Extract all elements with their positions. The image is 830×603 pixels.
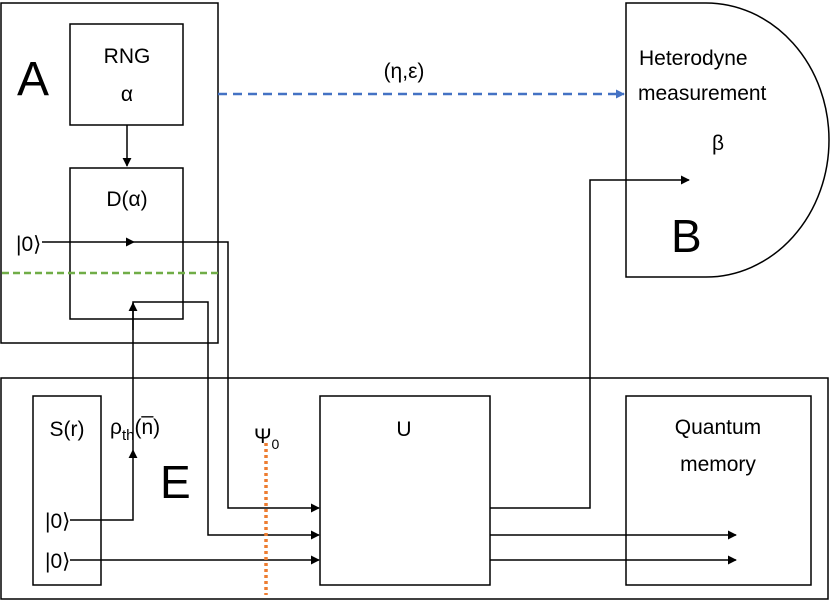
displacement-box bbox=[69, 167, 184, 320]
rng-label: RNG bbox=[104, 45, 151, 68]
unitary-to-bob-wire bbox=[490, 175, 690, 509]
thermal-rho: ρ bbox=[110, 416, 122, 439]
thermal-subscript: th bbox=[122, 427, 135, 444]
party-b-detector bbox=[625, 2, 830, 278]
party-a-box bbox=[0, 2, 219, 344]
unitary-label: U bbox=[396, 418, 411, 441]
psi-symbol: Ψ bbox=[254, 425, 272, 448]
squeezer-box bbox=[32, 395, 102, 586]
thermal-feed-wire bbox=[132, 301, 155, 450]
thermal-state-label: ρth(n̅) bbox=[110, 416, 160, 444]
thermal-argument: (n̅) bbox=[134, 416, 160, 439]
quantum-memory-line1: Quantum bbox=[675, 416, 761, 439]
psi-subscript: 0 bbox=[272, 436, 280, 452]
squeezer-to-thermal-wire bbox=[70, 449, 138, 521]
party-e-label: E bbox=[160, 456, 191, 508]
heterodyne-beta: β bbox=[712, 132, 724, 155]
classical-link-label: (η,ε) bbox=[384, 60, 425, 83]
displacement-to-unitary-wire bbox=[155, 301, 320, 540]
squeezer-vacuum-1: |0⟩ bbox=[45, 510, 70, 533]
party-a-label: A bbox=[17, 53, 49, 106]
party-e-box bbox=[0, 377, 829, 600]
rng-alpha: α bbox=[121, 83, 133, 106]
heterodyne-title-line2: measurement bbox=[638, 82, 767, 105]
squeezer-vacuum-2: |0⟩ bbox=[45, 550, 70, 573]
quantum-memory-box bbox=[625, 395, 812, 586]
party-b-label: B bbox=[671, 210, 702, 262]
unitary-box bbox=[319, 395, 491, 586]
displacement-label: D(α) bbox=[106, 188, 147, 211]
alice-to-unitary-wire bbox=[134, 241, 320, 513]
alice-vacuum-label: |0⟩ bbox=[16, 233, 41, 256]
rng-box bbox=[69, 23, 184, 126]
heterodyne-title-line1: Heterodyne bbox=[639, 47, 748, 70]
squeezer-label: S(r) bbox=[50, 418, 85, 441]
quantum-memory-line2: memory bbox=[680, 453, 756, 476]
psi-label: Ψ0 bbox=[254, 425, 280, 452]
